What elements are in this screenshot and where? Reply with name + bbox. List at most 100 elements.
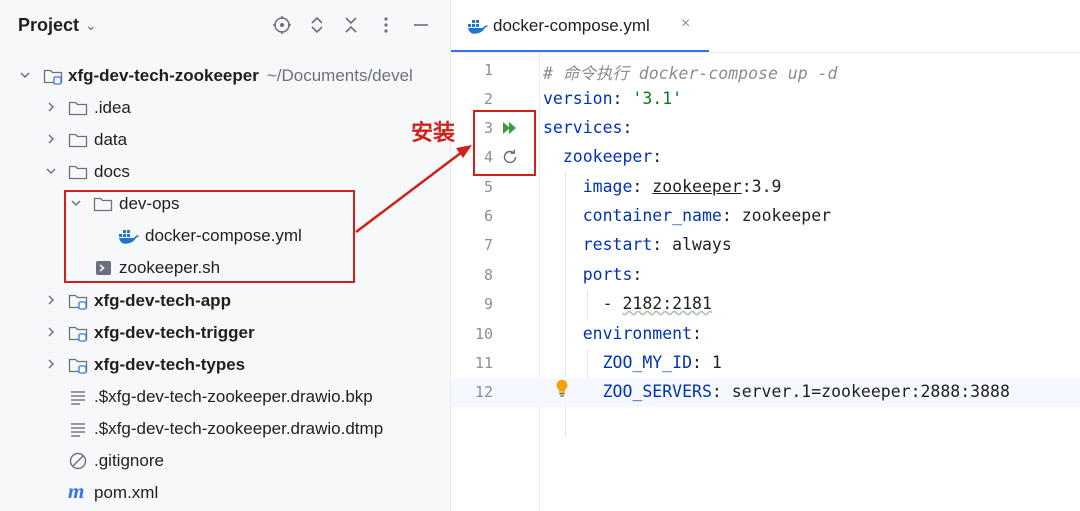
tree-item-drawio-bkp[interactable]: .$xfg-dev-tech-zookeeper.drawio.bkp: [0, 381, 450, 413]
code-line[interactable]: 8 ports:: [451, 261, 1080, 290]
annotation-box-run: [473, 110, 536, 176]
chevron-down-icon[interactable]: [69, 196, 83, 210]
chevron-right-icon[interactable]: [44, 100, 58, 114]
code-line-current[interactable]: 12 ZOO_SERVERS: server.1=zookeeper:2888:…: [451, 378, 1080, 407]
tree-item-idea[interactable]: .idea: [0, 92, 450, 124]
code-line[interactable]: 5 image: zookeeper:3.9: [451, 173, 1080, 202]
chevron-right-icon[interactable]: [44, 293, 58, 307]
code-text: - 2182:2181: [543, 294, 712, 313]
tree-item-dev-ops[interactable]: dev-ops: [0, 188, 450, 220]
refresh-icon[interactable]: [500, 147, 520, 167]
tree-item-app-module[interactable]: xfg-dev-tech-app: [0, 285, 450, 317]
minimize-icon[interactable]: [408, 12, 434, 38]
line-number: 4: [483, 148, 493, 166]
code-text: services:: [543, 118, 633, 137]
docker-icon: [119, 230, 139, 244]
tree-item-label: xfg-dev-tech-types: [94, 355, 246, 374]
project-panel-title: Project: [18, 15, 80, 35]
tree-item-label: .idea: [94, 98, 131, 117]
module-folder-icon: [43, 69, 63, 85]
chevron-right-icon[interactable]: [44, 132, 58, 146]
project-panel: Project ⌄ xfg-dev-tech-zookeeper ~/Documen…: [0, 0, 451, 511]
collapse-all-icon[interactable]: [338, 12, 364, 38]
text-file-icon: [71, 391, 85, 405]
code-text: restart: always: [582, 235, 732, 254]
crosshair-icon[interactable]: [269, 12, 295, 38]
code-line[interactable]: 7 restart: always: [451, 231, 1080, 260]
code-line[interactable]: 1 # 命令执行 docker-compose up -d: [451, 56, 1080, 85]
close-icon[interactable]: ×: [681, 15, 691, 32]
tree-item-data[interactable]: data: [0, 124, 450, 156]
tree-item-docker-compose[interactable]: docker-compose.yml: [0, 220, 450, 252]
tree-item-drawio-dtmp[interactable]: .$xfg-dev-tech-zookeeper.drawio.dtmp: [0, 413, 450, 445]
chevron-right-icon[interactable]: [44, 357, 58, 371]
code-text: zookeeper:: [562, 147, 663, 166]
chevron-down-icon[interactable]: [18, 68, 32, 82]
tree-item-zookeeper-sh[interactable]: zookeeper.sh: [0, 252, 450, 284]
folder-icon: [68, 101, 88, 116]
code-line[interactable]: 3 services:: [451, 114, 1080, 143]
line-number: 5: [483, 178, 493, 196]
line-number: 1: [483, 61, 493, 79]
line-number: 11: [474, 354, 493, 372]
line-number: 6: [483, 207, 493, 225]
tree-item-label: dev-ops: [119, 194, 180, 213]
code-line[interactable]: 2 version: '3.1': [451, 85, 1080, 114]
code-text: environment:: [582, 324, 702, 343]
chevron-down-icon[interactable]: [44, 164, 58, 178]
tree-item-label: zookeeper.sh: [119, 258, 221, 277]
folder-icon: [93, 197, 113, 212]
code-text: image: zookeeper:3.9: [582, 177, 782, 196]
tree-item-types-module[interactable]: xfg-dev-tech-types: [0, 349, 450, 381]
tree-item-label: docker-compose.yml: [145, 226, 302, 245]
code-text: # 命令执行 docker-compose up -d: [543, 64, 838, 83]
tree-item-label: .$xfg-dev-tech-zookeeper.drawio.dtmp: [94, 419, 384, 438]
annotation-label: 安装: [411, 120, 456, 145]
tree-item-docs[interactable]: docs: [0, 156, 450, 188]
gitignore-icon: [69, 452, 87, 470]
tree-item-trigger-module[interactable]: xfg-dev-tech-trigger: [0, 317, 450, 349]
tree-item-label: pom.xml: [94, 483, 159, 502]
tab-label: docker-compose.yml: [493, 16, 650, 35]
chevron-down-icon: ⌄: [85, 17, 97, 33]
editor: docker-compose.yml × 1 # 命令执行 docker-com…: [451, 0, 1080, 511]
tree-item-label: data: [94, 130, 128, 149]
code-text: ZOO_SERVERS: server.1=zookeeper:2888:388…: [602, 382, 1010, 401]
expand-collapse-icon[interactable]: [304, 12, 330, 38]
more-options-icon[interactable]: [373, 12, 399, 38]
project-view-selector[interactable]: Project ⌄: [18, 15, 97, 36]
folder-icon: [68, 133, 88, 148]
code-line[interactable]: 10 environment:: [451, 320, 1080, 349]
folder-icon: [68, 165, 88, 180]
tree-item-label: xfg-dev-tech-app: [94, 291, 231, 310]
project-panel-header: Project ⌄: [0, 0, 450, 52]
tree-item-root-module[interactable]: xfg-dev-tech-zookeeper ~/Documents/devel: [0, 60, 450, 92]
tree-item-path: ~/Documents/devel: [266, 66, 413, 85]
run-services-icon[interactable]: [500, 118, 520, 138]
line-number: 9: [483, 295, 493, 313]
code-line[interactable]: 9 - 2182:2181: [451, 290, 1080, 319]
code-line[interactable]: 11 ZOO_MY_ID: 1: [451, 349, 1080, 378]
code-text: version: '3.1': [543, 89, 683, 108]
chevron-right-icon[interactable]: [44, 325, 58, 339]
indent-guide: [587, 290, 588, 320]
tree-item-label: docs: [94, 162, 130, 181]
tabbar-divider: [451, 52, 1080, 53]
code-text: container_name: zookeeper: [582, 206, 832, 225]
line-number: 3: [483, 119, 493, 137]
code-line[interactable]: 6 container_name: zookeeper: [451, 202, 1080, 231]
code-text: ports:: [582, 265, 643, 284]
tree-item-label: xfg-dev-tech-trigger: [94, 323, 255, 342]
annotation-box-files: [64, 190, 355, 283]
tab-docker-compose[interactable]: docker-compose.yml ×: [451, 0, 709, 53]
tree-item-pom[interactable]: m pom.xml: [0, 477, 450, 509]
tree-item-label: .$xfg-dev-tech-zookeeper.drawio.bkp: [94, 387, 373, 406]
line-number: 12: [474, 383, 493, 401]
lightbulb-icon[interactable]: [552, 378, 572, 398]
tree-item-label: xfg-dev-tech-zookeeper: [68, 66, 259, 85]
line-number: 2: [483, 90, 493, 108]
tree-item-gitignore[interactable]: .gitignore: [0, 445, 450, 477]
code-line[interactable]: 4 zookeeper:: [451, 143, 1080, 172]
module-folder-icon: [68, 294, 88, 310]
text-file-icon: [71, 423, 85, 437]
